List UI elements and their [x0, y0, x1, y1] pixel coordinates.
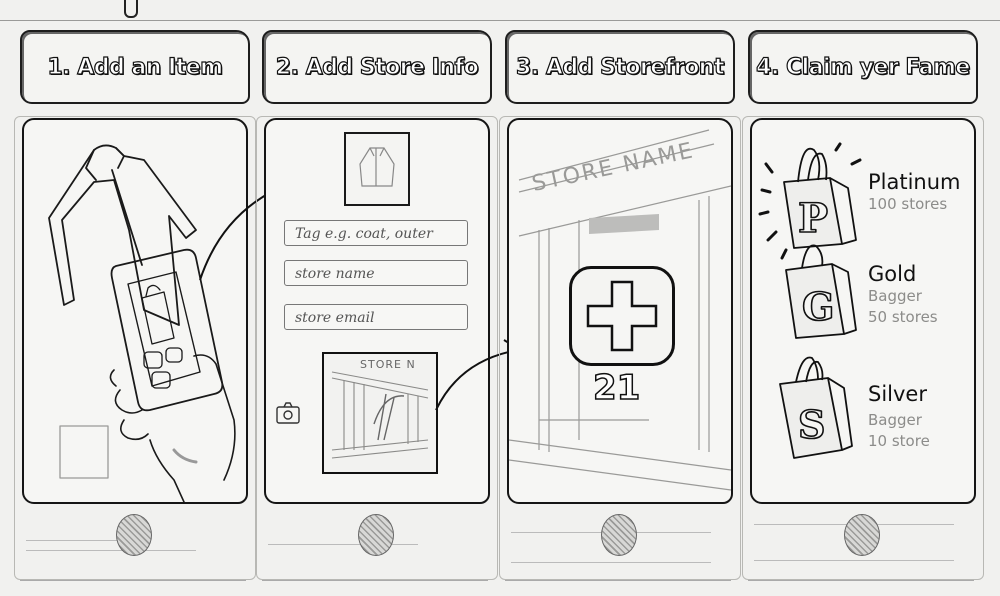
- storefront-photo[interactable]: STORE N: [322, 352, 438, 474]
- storefront-sketch-icon: [331, 371, 429, 459]
- item-thumbnail[interactable]: [344, 132, 410, 206]
- thumbnail-placeholder-icon: [59, 425, 109, 479]
- phone-outline: [742, 116, 984, 580]
- phone-screen: Tag e.g. coat, outer store name store em…: [264, 118, 490, 504]
- tier-requirement: 50 stores: [868, 308, 938, 326]
- tier-subtitle: Bagger: [868, 287, 922, 305]
- tier-silver[interactable]: Silver Bagger 10 store: [868, 382, 930, 452]
- tier-name: Platinum: [868, 170, 961, 194]
- panel-title-box: 1. Add an Item: [20, 30, 250, 104]
- home-button[interactable]: [358, 514, 394, 556]
- home-zone: [20, 504, 246, 581]
- tier-requirement: 100 stores: [868, 195, 948, 213]
- home-button[interactable]: [601, 514, 637, 556]
- panel-title: 2. Add Store Info: [275, 54, 479, 80]
- plus-icon: [586, 280, 658, 352]
- add-storefront-button[interactable]: [569, 266, 675, 366]
- bag-letter-g: G: [802, 284, 834, 329]
- bag-letter-p: P: [798, 195, 828, 242]
- panel-add-storefront: 3. Add Storefront STORE NAME 21: [499, 26, 741, 586]
- phone-outline: [499, 116, 741, 580]
- phone-screen: P G S Platinum 100 stores Gold Bagger: [750, 118, 976, 504]
- panel-add-item: 1. Add an Item: [14, 26, 256, 586]
- storefront-count: 21: [592, 367, 641, 409]
- tier-gold[interactable]: Gold Bagger 50 stores: [868, 262, 938, 328]
- tier-name: Silver: [868, 382, 927, 406]
- camera-icon[interactable]: [274, 398, 304, 428]
- coat-icon: [48, 144, 197, 326]
- panel-add-store-info: 2. Add Store Info Tag e.g. coat, outer s…: [256, 26, 498, 586]
- home-zone: [262, 504, 488, 581]
- tier-platinum[interactable]: Platinum 100 stores: [868, 170, 961, 215]
- tier-name: Gold: [868, 262, 917, 286]
- panel-title: 3. Add Storefront: [515, 54, 725, 80]
- phone-screen: [22, 118, 248, 504]
- phone-outline: [14, 116, 256, 580]
- bag-letter-s: S: [798, 402, 825, 447]
- home-button[interactable]: [844, 514, 880, 556]
- tier-subtitle: Bagger: [868, 411, 922, 429]
- phone-outline: [256, 116, 498, 580]
- phone-camera-icon: [110, 248, 224, 412]
- home-zone: [505, 504, 731, 581]
- panel-claim-fame: 4. Claim yer Fame P G S: [742, 26, 984, 586]
- panel-title-box: 4. Claim yer Fame: [748, 30, 978, 104]
- panel-title-box: 2. Add Store Info: [262, 30, 492, 104]
- paper-top-rule: [0, 20, 1000, 21]
- storefront-photo-label: STORE N: [360, 358, 416, 371]
- tag-input[interactable]: Tag e.g. coat, outer: [284, 220, 468, 246]
- phone-screen: STORE NAME 21: [507, 118, 733, 504]
- hand-icon: [109, 354, 236, 502]
- store-name-input[interactable]: store name: [284, 260, 468, 286]
- home-button[interactable]: [116, 514, 152, 556]
- coat-thumbnail-icon: [359, 147, 395, 187]
- home-zone: [748, 504, 974, 581]
- panel-title: 4. Claim yer Fame: [756, 54, 971, 80]
- silver-bag-icon: S: [779, 356, 853, 459]
- store-email-input[interactable]: store email: [284, 304, 468, 330]
- platinum-bag-icon: P: [758, 142, 862, 260]
- gold-bag-icon: G: [785, 244, 857, 339]
- pencil-mark: [124, 0, 138, 18]
- panel-title: 1. Add an Item: [47, 54, 224, 80]
- tier-requirement: 10 store: [868, 432, 930, 450]
- panel-title-box: 3. Add Storefront: [505, 30, 735, 104]
